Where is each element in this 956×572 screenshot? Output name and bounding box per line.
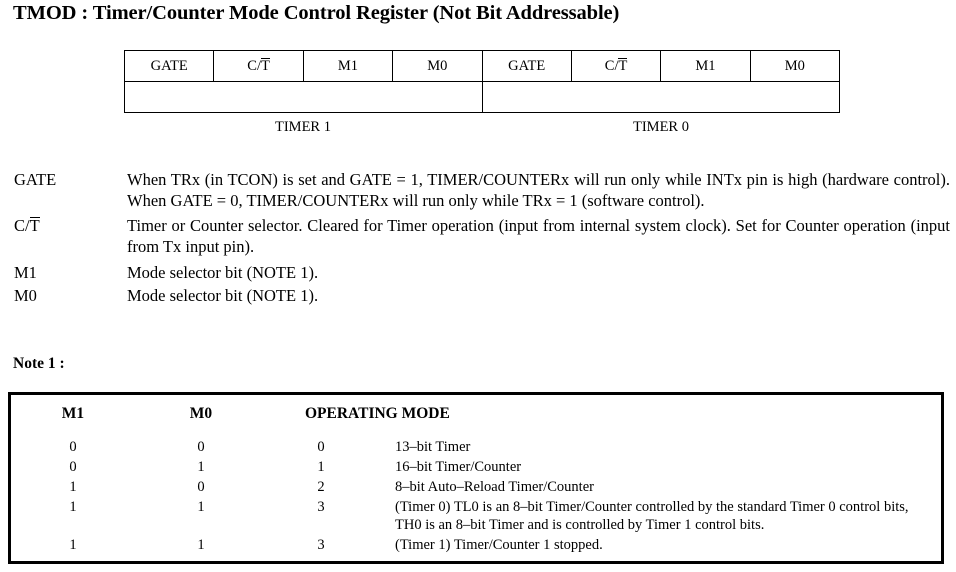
cell-mode-description: 16–bit Timer/Counter	[395, 459, 522, 476]
page-title: TMOD : Timer/Counter Mode Control Regist…	[13, 2, 620, 24]
description-label-m0: M0	[14, 285, 37, 305]
bit-cell-ct-timer0: C/T	[570, 50, 662, 82]
register-field-row	[124, 81, 840, 113]
table-row: 0 1 1 16–bit Timer/Counter	[11, 459, 941, 477]
cell-m1: 1	[69, 536, 77, 553]
table-row: 0 0 0 13–bit Timer	[11, 439, 941, 457]
mode-header-m1: M1	[61, 405, 85, 422]
cell-mode-number: 3	[317, 499, 325, 516]
caption-timer1: TIMER 1	[275, 119, 331, 135]
field-cell-timer0	[481, 81, 840, 113]
description-row-gate: GATE When TRx (in TCON) is set and GATE …	[0, 170, 956, 211]
cell-m0: 0	[197, 479, 205, 496]
description-text-ct: Timer or Counter selector. Cleared for T…	[127, 216, 950, 256]
cell-mode-number: 2	[317, 479, 325, 496]
cell-mode-number: 3	[317, 536, 325, 553]
cell-m1: 0	[69, 439, 77, 455]
description-label-ct: C/T	[14, 216, 40, 235]
tmod-register-bit-table: GATE C/T M1 M0 GATE C/T M1 M0	[123, 50, 841, 113]
register-bit-row: GATE C/T M1 M0 GATE C/T M1 M0	[123, 50, 841, 82]
bit-cell-gate-timer0: GATE	[481, 50, 572, 82]
cell-mode-description: (Timer 0) TL0 is an 8–bit Timer/Counter …	[395, 499, 909, 533]
bit-cell-m0-timer1: M0	[392, 50, 483, 82]
table-row: 1 1 3 (Timer 0) TL0 is an 8–bit Timer/Co…	[11, 499, 941, 534]
caption-timer0: TIMER 0	[633, 119, 689, 135]
mode-row-list: 0 0 0 13–bit Timer 0 1 1 16–bit Timer/Co…	[11, 439, 941, 555]
description-row-m0: M0 Mode selector bit (NOTE 1).	[0, 286, 956, 307]
description-row-ct: C/T Timer or Counter selector. Cleared f…	[0, 216, 956, 257]
bit-cell-ct-timer1: C/T	[213, 50, 304, 82]
bit-cell-gate-timer1: GATE	[123, 50, 215, 82]
description-row-m1: M1 Mode selector bit (NOTE 1).	[0, 263, 956, 284]
cell-m1: 1	[69, 479, 77, 496]
cell-m0: 1	[197, 459, 205, 476]
table-row: 1 0 2 8–bit Auto–Reload Timer/Counter	[11, 479, 941, 497]
description-label-m1: M1	[14, 263, 37, 282]
cell-mode-description: 8–bit Auto–Reload Timer/Counter	[395, 479, 594, 496]
description-label-gate: GATE	[14, 170, 57, 189]
field-cell-timer1	[124, 81, 483, 113]
description-text-m1: Mode selector bit (NOTE 1).	[127, 263, 319, 282]
cell-mode-description: 13–bit Timer	[395, 439, 471, 455]
table-row: 1 1 3 (Timer 1) Timer/Counter 1 stopped.	[11, 537, 941, 555]
description-text-gate: When TRx (in TCON) is set and GATE = 1, …	[127, 170, 950, 210]
note-heading: Note 1 :	[13, 355, 65, 372]
description-text-m0: Mode selector bit (NOTE 1).	[127, 285, 319, 305]
cell-m1: 0	[69, 459, 77, 476]
bit-cell-m1-timer0: M1	[660, 50, 751, 82]
cell-mode-number: 0	[317, 439, 325, 455]
bit-description-list: GATE When TRx (in TCON) is set and GATE …	[0, 170, 956, 307]
cell-mode-number: 1	[317, 459, 325, 476]
operating-mode-table: M1 M0 OPERATING MODE 0 0 0 13–bit Timer …	[8, 392, 944, 564]
mode-header-m0: M0	[189, 405, 213, 422]
mode-header-operating-mode: OPERATING MODE	[305, 405, 450, 422]
bit-cell-m1-timer1: M1	[302, 50, 394, 82]
cell-mode-description: (Timer 1) Timer/Counter 1 stopped.	[395, 536, 603, 553]
cell-m0: 1	[197, 536, 205, 553]
cell-m0: 1	[197, 499, 205, 516]
cell-m0: 0	[197, 439, 205, 455]
cell-m1: 1	[69, 499, 77, 516]
bit-cell-m0-timer0: M0	[749, 50, 841, 82]
